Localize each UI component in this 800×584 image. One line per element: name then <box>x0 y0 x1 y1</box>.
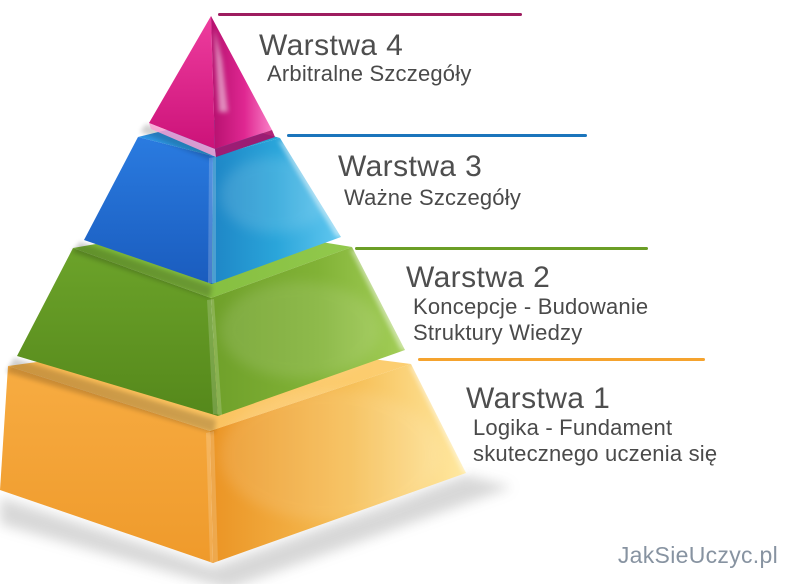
layer-1-title: Warstwa 1 <box>466 382 611 415</box>
tier-3-edge-gloss <box>278 140 345 238</box>
tier-2-cast-shadow <box>6 358 216 433</box>
layer-1-subtitle-line-1: Logika - Fundament <box>473 415 673 440</box>
tier-2-edge-gloss <box>350 249 410 351</box>
tier-2-front-bevel <box>207 299 222 415</box>
tier-4-cast-shadow <box>140 124 213 160</box>
pyramid-tier-4 <box>149 16 275 157</box>
layer-3-title: Warstwa 3 <box>338 150 483 183</box>
tier-2-sheen <box>220 282 380 378</box>
tier-3-left-face <box>84 137 213 284</box>
tier-1-sheen <box>220 389 440 521</box>
layer-4-subtitle-line-1: Arbitralne Szczegóły <box>267 61 472 86</box>
layer-2-subtitle-line-1: Koncepcje - Budowanie <box>413 294 649 319</box>
tier-4-apex-gloss <box>214 28 228 112</box>
tier-1-edge-gloss <box>409 365 471 474</box>
layer-1-subtitle-line-2: skutecznego uczenia się <box>473 441 718 466</box>
layer-4-subtitle: Arbitralne Szczegóły <box>267 61 472 87</box>
tier-4-right-face <box>211 16 272 149</box>
tier-1-front-bevel <box>206 431 218 563</box>
layer-1-accent-line <box>418 358 705 361</box>
ground-shadow <box>0 475 512 584</box>
tier-4-base-bevel-right <box>215 130 275 157</box>
layer-4-accent-line <box>218 13 522 16</box>
tier-3-front-bevel <box>208 157 216 283</box>
layer-3-subtitle: Ważne Szczegóły <box>344 185 521 211</box>
layer-4-title: Warstwa 4 <box>259 29 404 62</box>
layer-1-subtitle: Logika - Fundament skutecznego uczenia s… <box>473 415 717 467</box>
tier-4-left-face <box>149 16 215 149</box>
tier-4-base-bevel-left <box>149 123 216 157</box>
watermark: JakSieUczyc.pl <box>617 542 778 568</box>
layer-2-title: Warstwa 2 <box>406 261 551 294</box>
layer-2-subtitle: Koncepcje - Budowanie Struktury Wiedzy <box>413 294 648 346</box>
layer-2-subtitle-line-2: Struktury Wiedzy <box>413 320 583 345</box>
tier-3-cast-shadow <box>72 242 212 298</box>
layer-3-subtitle-line-1: Ważne Szczegóły <box>344 185 522 210</box>
layer-2-accent-line <box>355 247 648 250</box>
layer-3-accent-line <box>287 134 587 137</box>
tier-2-left-face <box>17 248 218 416</box>
